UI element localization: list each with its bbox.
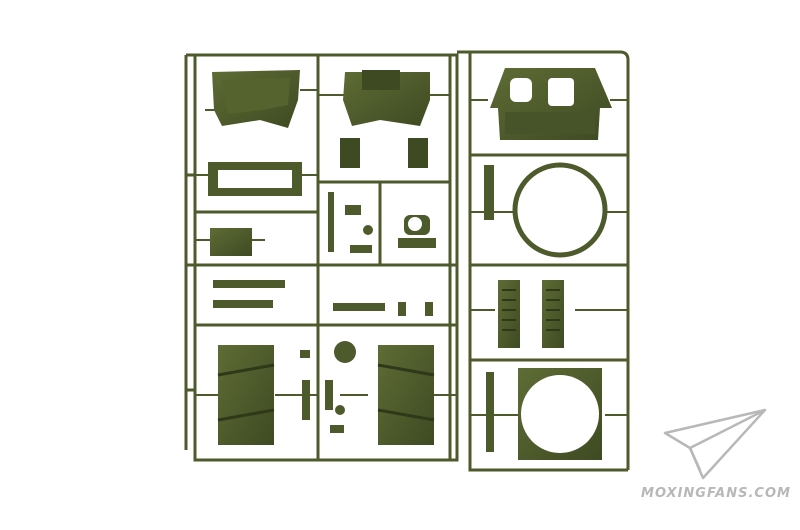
part-small-parts-cluster	[328, 192, 436, 253]
part-strip-3	[333, 303, 385, 311]
part-small-box-1	[340, 138, 360, 168]
paper-plane-icon	[663, 408, 767, 480]
part-strip-2	[213, 300, 273, 308]
part-turret-ring-top	[512, 162, 608, 258]
part-side-plate-right	[378, 345, 434, 445]
part-side-plate-left	[218, 345, 274, 445]
sprue-frame	[184, 50, 630, 472]
part-strip-1	[213, 280, 285, 288]
watermark-text: MOXINGFANS.COM	[641, 486, 791, 501]
part-small-parts-bottom	[300, 341, 356, 433]
part-small-box-2	[408, 138, 428, 168]
part-block	[210, 228, 252, 256]
